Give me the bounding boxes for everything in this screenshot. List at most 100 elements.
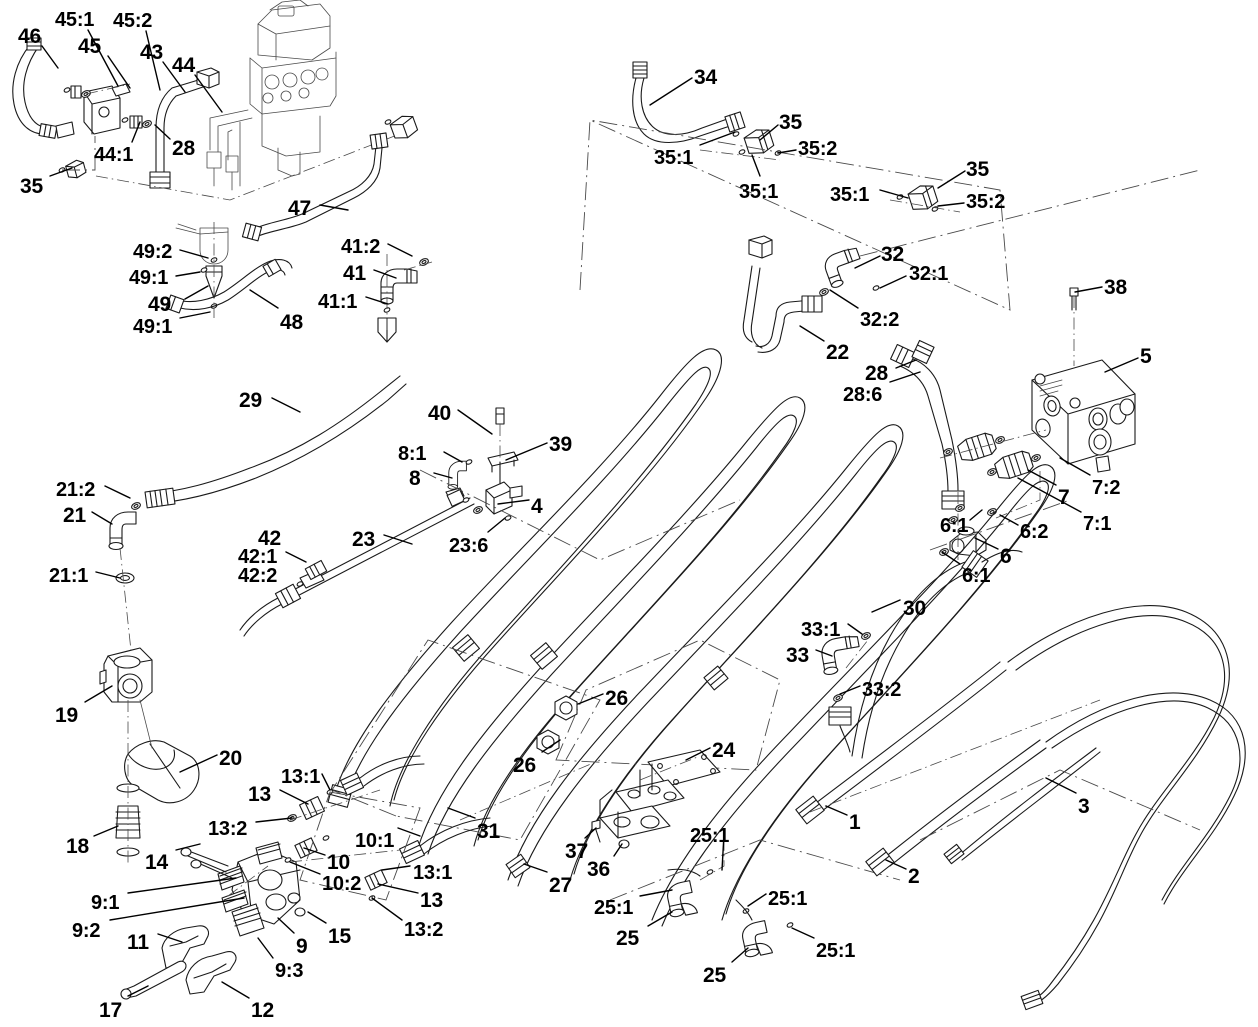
leader-9-2	[109, 897, 245, 921]
leader-41-2	[387, 243, 413, 257]
callout-25-1: 25:1	[690, 825, 730, 847]
callout-26: 26	[513, 754, 536, 777]
leader-44	[194, 74, 223, 113]
leader-40	[457, 409, 493, 435]
leader-14	[175, 843, 201, 851]
callout-35: 35	[779, 111, 802, 134]
callout-22: 22	[826, 341, 849, 364]
callout-38: 38	[1104, 276, 1127, 299]
callout-25: 25	[616, 927, 639, 950]
callout-33-1: 33:1	[801, 619, 841, 641]
leader-45-2	[145, 30, 161, 91]
callout-3: 3	[1078, 795, 1090, 818]
callout-8-1: 8:1	[398, 443, 427, 465]
callout-13-1: 13:1	[413, 862, 453, 884]
leader-29	[271, 397, 301, 413]
leader-45	[107, 55, 131, 89]
callout-7-2: 7:2	[1092, 477, 1121, 499]
leader-2	[885, 859, 907, 870]
leader-30	[871, 599, 901, 613]
leader-17	[127, 985, 149, 997]
callout-21-2: 21:2	[56, 479, 96, 501]
leader-32	[854, 255, 881, 269]
leader-34	[649, 77, 693, 106]
leader-32-2	[829, 289, 859, 309]
leader-13	[279, 789, 309, 805]
callout-19: 19	[55, 704, 78, 727]
callout-10-2: 10:2	[322, 873, 362, 895]
callout-13: 13	[420, 889, 443, 912]
assembly-25	[609, 834, 901, 958]
callout-7: 7	[1058, 486, 1070, 509]
callout-4: 4	[531, 495, 543, 518]
callout-6-1: 6:1	[962, 565, 991, 587]
callout-24: 24	[712, 739, 735, 762]
callout-42-2: 42:2	[238, 565, 278, 587]
leader-35-1	[699, 131, 736, 146]
callout-35-1: 35:1	[739, 181, 779, 203]
callout-28: 28	[865, 362, 888, 385]
leader-24	[685, 747, 711, 761]
leader-38	[1074, 286, 1103, 293]
callout-39: 39	[549, 433, 572, 456]
callout-49-2: 49:2	[133, 241, 173, 263]
leader-13-1	[381, 865, 411, 871]
leader-39	[505, 442, 548, 461]
callout-35: 35	[20, 175, 43, 198]
callout-41-1: 41:1	[318, 291, 358, 313]
leader-28	[154, 124, 171, 140]
callout-32: 32	[881, 243, 904, 266]
leader-28-6	[889, 371, 921, 383]
leader-21-1	[95, 571, 121, 579]
assembly-top-right	[579, 61, 1201, 526]
leader-25-1	[721, 833, 725, 871]
leader-8-1	[443, 451, 463, 463]
callout-leader-lines	[41, 29, 1139, 999]
callout-32-1: 32:1	[909, 263, 949, 285]
leader-5	[1104, 357, 1139, 373]
assembly-top-left	[12, 37, 411, 201]
leader-25-1	[639, 889, 673, 897]
leader-18	[93, 825, 119, 837]
manifold-block	[929, 287, 1136, 560]
assembly-33-30	[821, 549, 1023, 759]
callout-6-1: 6:1	[940, 515, 969, 537]
callout-46: 46	[18, 25, 41, 48]
callout-9-1: 9:1	[91, 892, 120, 914]
tube-23-group	[239, 407, 523, 637]
leader-13	[377, 883, 419, 894]
callout-42: 42	[258, 527, 281, 550]
leader-41-1	[365, 296, 389, 305]
leader-9	[277, 917, 295, 934]
callout-18: 18	[66, 835, 89, 858]
leader-43	[162, 61, 186, 93]
leader-25	[731, 947, 749, 963]
callout-35-2: 35:2	[798, 138, 838, 160]
leader-4	[497, 499, 530, 505]
control-valve-group	[165, 0, 433, 343]
leader-35-2	[777, 149, 797, 154]
hose-loops-center	[327, 348, 1056, 927]
leader-28	[895, 359, 917, 369]
leader-25-1	[747, 893, 767, 907]
leader-26	[577, 693, 604, 705]
callout-44: 44	[172, 54, 195, 77]
leader-22	[799, 325, 825, 342]
leader-49-2	[179, 249, 209, 259]
leader-20	[179, 754, 218, 773]
leader-6	[974, 537, 999, 550]
callout-28-6: 28:6	[843, 384, 883, 406]
callout-35-1: 35:1	[830, 184, 870, 206]
callout-1: 1	[849, 811, 861, 834]
callout-25-1: 25:1	[768, 888, 808, 910]
callout-45-1: 45:1	[55, 9, 95, 31]
leader-23-6	[487, 517, 506, 533]
callout-25-1: 25:1	[594, 897, 634, 919]
callout-10-1: 10:1	[355, 830, 395, 852]
leader-44-1	[131, 121, 141, 143]
callout-49: 49	[148, 293, 171, 316]
callout-5: 5	[1140, 345, 1152, 368]
leader-7-1	[1017, 477, 1082, 513]
